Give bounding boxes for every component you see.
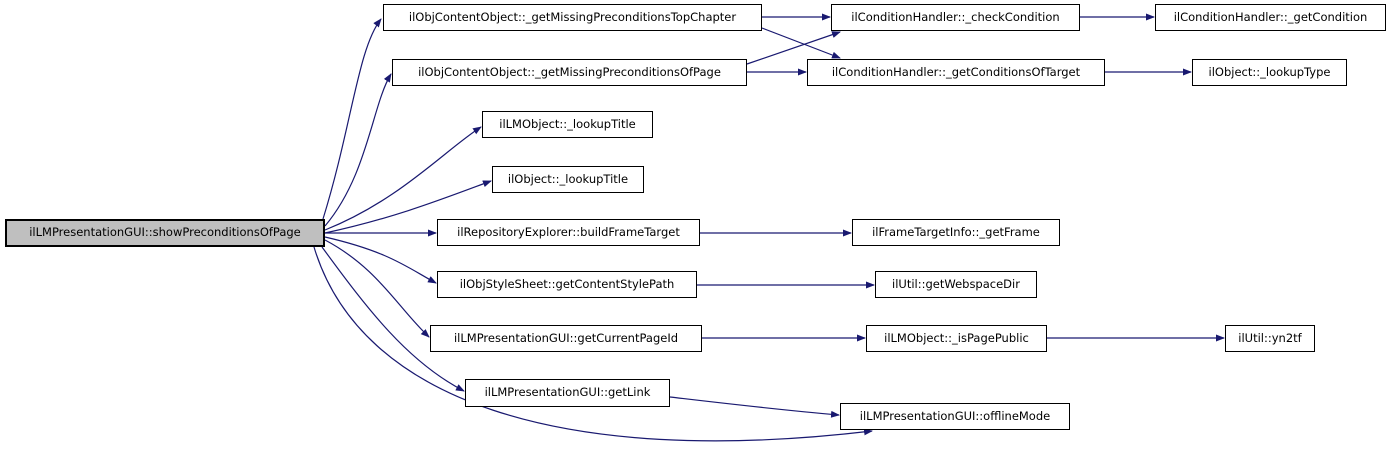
node-is-page-public[interactable]: ilLMObject::_isPagePublic <box>866 325 1047 352</box>
node-get-conditions-of-target[interactable]: ilConditionHandler::_getConditionsOfTarg… <box>807 59 1105 86</box>
edge-main-to-get-content-style-path <box>324 236 437 284</box>
edge-top-chapter-to-conditions-of-target <box>761 27 841 59</box>
edge-of-page-to-check-condition <box>746 31 841 65</box>
node-get-link[interactable]: ilLMPresentationGUI::getLink <box>465 379 670 407</box>
node-yn2tf[interactable]: ilUtil::yn2tf <box>1225 325 1315 352</box>
edge-main-to-offline-mode <box>313 246 873 442</box>
node-get-webspace-dir[interactable]: ilUtil::getWebspaceDir <box>875 271 1037 298</box>
node-get-missing-preconditions-of-page[interactable]: ilObjContentObject::_getMissingPrecondit… <box>392 59 747 86</box>
edge-main-to-obj-lookup-title <box>324 180 492 234</box>
edge-main-to-lm-lookup-title <box>324 126 482 231</box>
node-offline-mode[interactable]: ilLMPresentationGUI::offlineMode <box>840 403 1070 430</box>
edge-main-to-top-chapter <box>322 18 382 220</box>
node-get-missing-preconditions-top-chapter[interactable]: ilObjContentObject::_getMissingPrecondit… <box>383 4 762 31</box>
edge-main-to-get-link <box>321 246 465 392</box>
node-check-condition[interactable]: ilConditionHandler::_checkCondition <box>831 4 1080 31</box>
node-obj-lookup-title[interactable]: ilObject::_lookupTitle <box>492 166 644 193</box>
edge-main-to-of-page <box>324 73 392 227</box>
node-lm-lookup-title[interactable]: ilLMObject::_lookupTitle <box>482 111 653 138</box>
node-get-current-page-id[interactable]: ilLMPresentationGUI::getCurrentPageId <box>430 325 702 352</box>
edge-main-to-get-current-page-id <box>324 239 430 338</box>
node-show-preconditions-of-page[interactable]: ilLMPresentationGUI::showPreconditionsOf… <box>5 219 325 247</box>
node-get-frame[interactable]: ilFrameTargetInfo::_getFrame <box>852 219 1060 246</box>
node-get-content-style-path[interactable]: ilObjStyleSheet::getContentStylePath <box>437 271 697 298</box>
node-build-frame-target[interactable]: ilRepositoryExplorer::buildFrameTarget <box>437 219 700 246</box>
edge-get-link-to-offline-mode <box>669 396 840 418</box>
node-get-condition[interactable]: ilConditionHandler::_getCondition <box>1155 4 1386 31</box>
node-lookup-type[interactable]: ilObject::_lookupType <box>1192 59 1347 86</box>
